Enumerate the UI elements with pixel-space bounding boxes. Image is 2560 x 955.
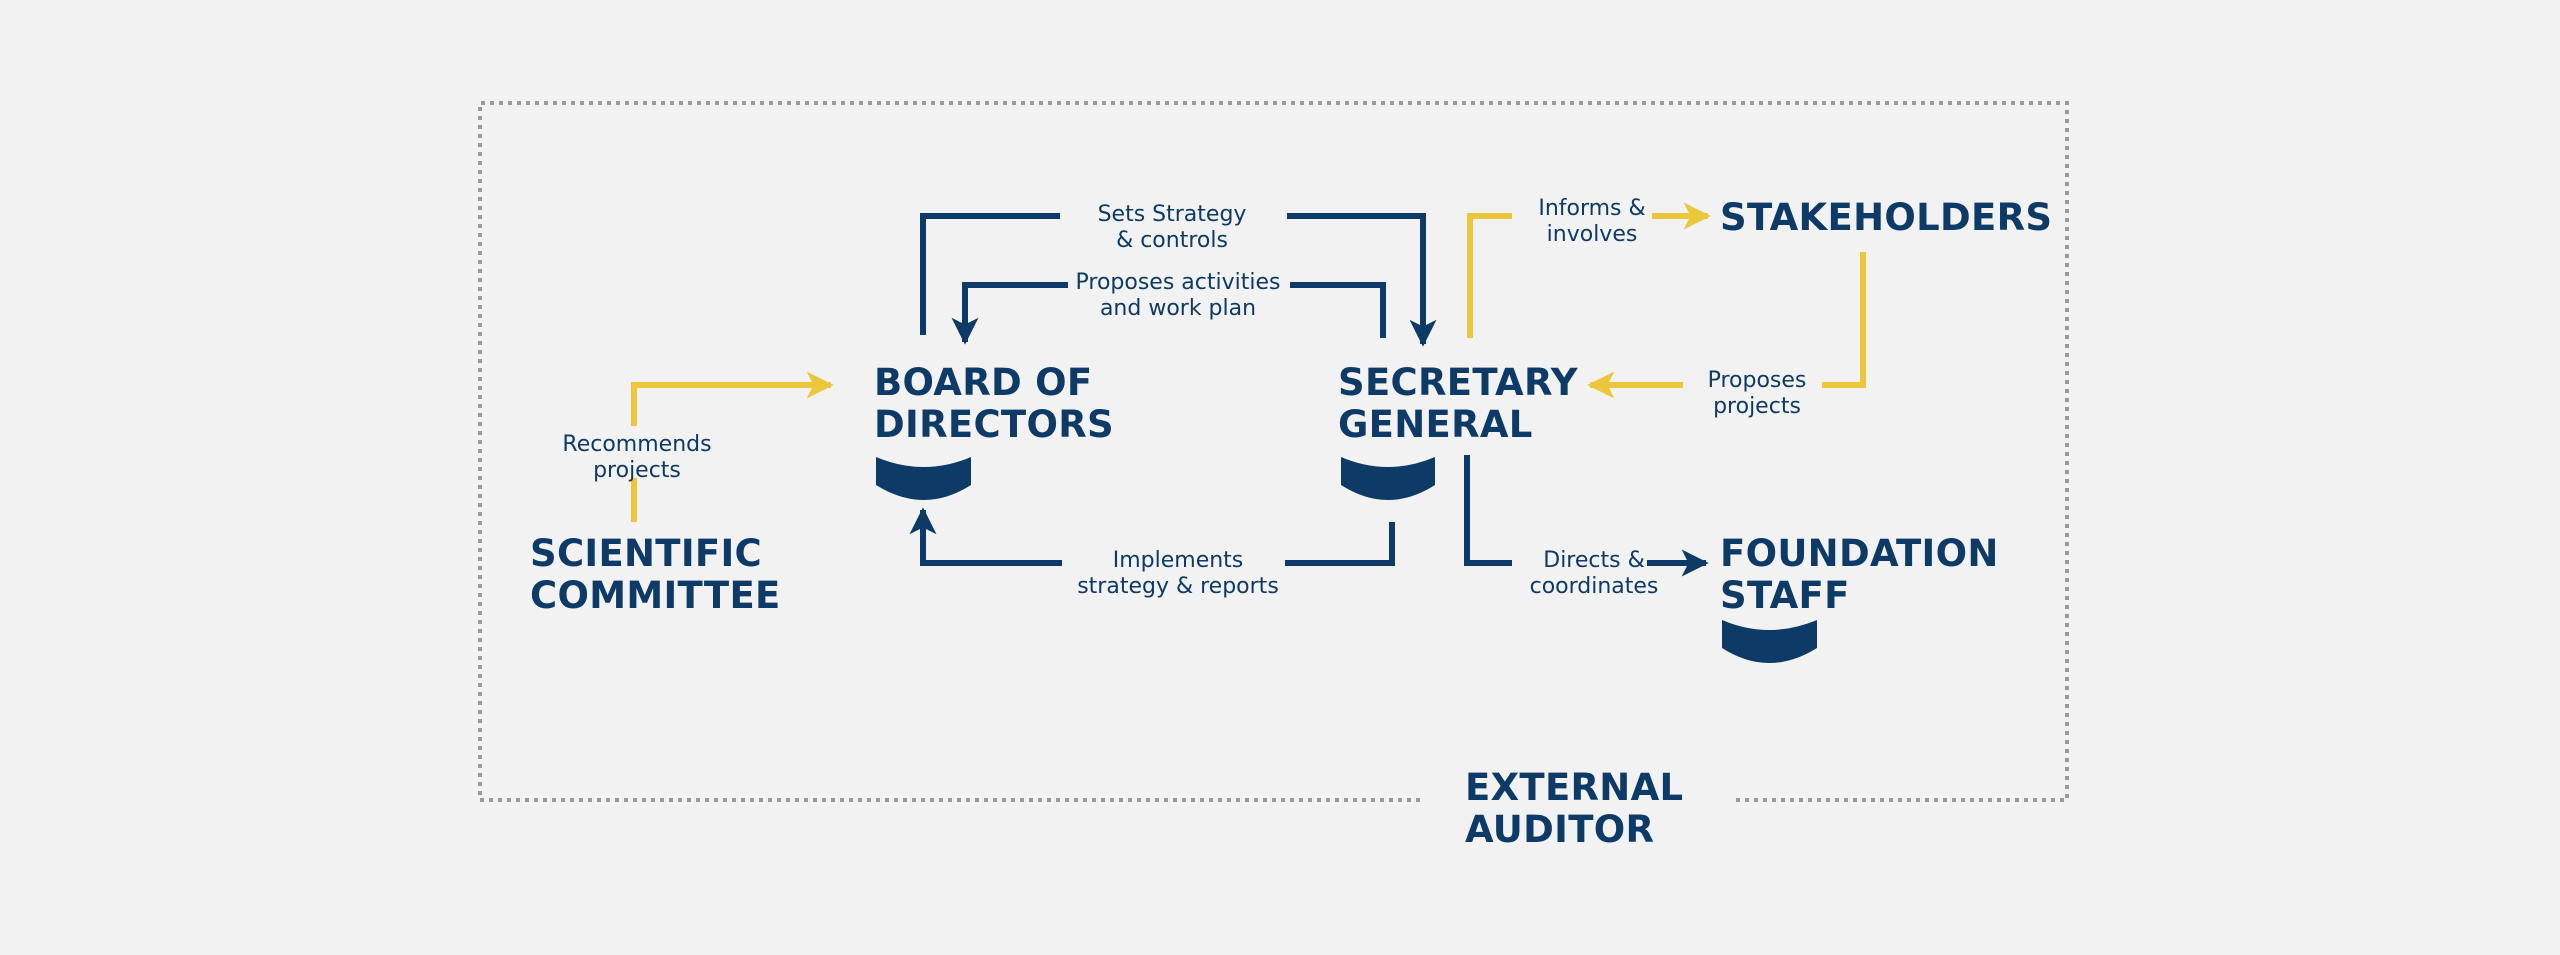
arrow-recommends-projects: [631, 385, 831, 522]
smile-icon: [1722, 620, 1817, 663]
node-scientific-committee: SCIENTIFIC COMMITTEE: [530, 533, 781, 617]
label-directs-line2: coordinates: [1529, 574, 1659, 599]
node-auditor-line1: EXTERNAL: [1465, 766, 1684, 809]
node-foundation-line2: STAFF: [1720, 574, 1850, 617]
label-proposes-activities: Proposes activities and work plan: [1076, 270, 1281, 322]
label-implements-line2: strategy & reports: [1077, 574, 1279, 599]
node-foundation-staff: FOUNDATION STAFF: [1720, 533, 1999, 617]
node-auditor-line2: AUDITOR: [1465, 808, 1655, 851]
label-informs-line2: involves: [1546, 222, 1638, 247]
smile-icon: [876, 457, 971, 500]
label-sets-strategy-line1: Sets Strategy: [1097, 202, 1247, 227]
label-sets-strategy: Sets Strategy & controls: [1098, 202, 1247, 254]
label-proposes-projects-line2: projects: [1713, 394, 1801, 419]
label-proposes-projects-line1: Proposes: [1707, 368, 1807, 393]
node-stakeholders: STAKEHOLDERS: [1720, 197, 2052, 239]
label-implements-strategy: Implements strategy & reports: [1077, 548, 1279, 600]
label-directs-coordinates: Directs & coordinates: [1530, 548, 1659, 600]
label-recommends-line2: projects: [593, 458, 681, 483]
label-implements-line1: Implements: [1112, 548, 1244, 573]
label-proposes-activities-line1: Proposes activities: [1075, 270, 1281, 295]
node-secretary-line1: SECRETARY: [1338, 361, 1578, 404]
node-board-of-directors: BOARD OF DIRECTORS: [874, 362, 1114, 446]
governance-boundary: [478, 101, 2069, 802]
label-sets-strategy-line2: & controls: [1116, 228, 1228, 253]
arrow-informs-involves: [1467, 216, 1708, 338]
label-proposes-activities-line2: and work plan: [1099, 296, 1257, 321]
node-board-line1: BOARD OF: [874, 361, 1093, 404]
node-scientific-line1: SCIENTIFIC: [530, 532, 763, 575]
node-stakeholders-line1: STAKEHOLDERS: [1720, 196, 2053, 239]
arrow-proposes-activities: [965, 282, 1386, 342]
node-external-auditor: EXTERNAL AUDITOR: [1465, 767, 1683, 851]
label-directs-line1: Directs &: [1543, 548, 1645, 573]
node-secretary-general: SECRETARY GENERAL: [1338, 362, 1578, 446]
node-scientific-line2: COMMITTEE: [530, 574, 781, 617]
smile-icon: [1341, 457, 1435, 500]
node-secretary-line2: GENERAL: [1338, 403, 1533, 446]
node-board-line2: DIRECTORS: [874, 403, 1114, 446]
node-foundation-line1: FOUNDATION: [1720, 532, 1999, 575]
label-informs-line1: Informs &: [1538, 196, 1646, 221]
arrow-sets-strategy: [920, 213, 1423, 344]
label-recommends-line1: Recommends: [562, 432, 712, 457]
label-informs-involves: Informs & involves: [1538, 196, 1645, 248]
label-proposes-projects: Proposes projects: [1708, 368, 1807, 420]
arrow-directs-coordinates: [1464, 455, 1706, 563]
arrow-implements-strategy: [923, 510, 1395, 566]
arrow-proposes-projects: [1590, 252, 1866, 385]
label-recommends-projects: Recommends projects: [562, 432, 711, 484]
